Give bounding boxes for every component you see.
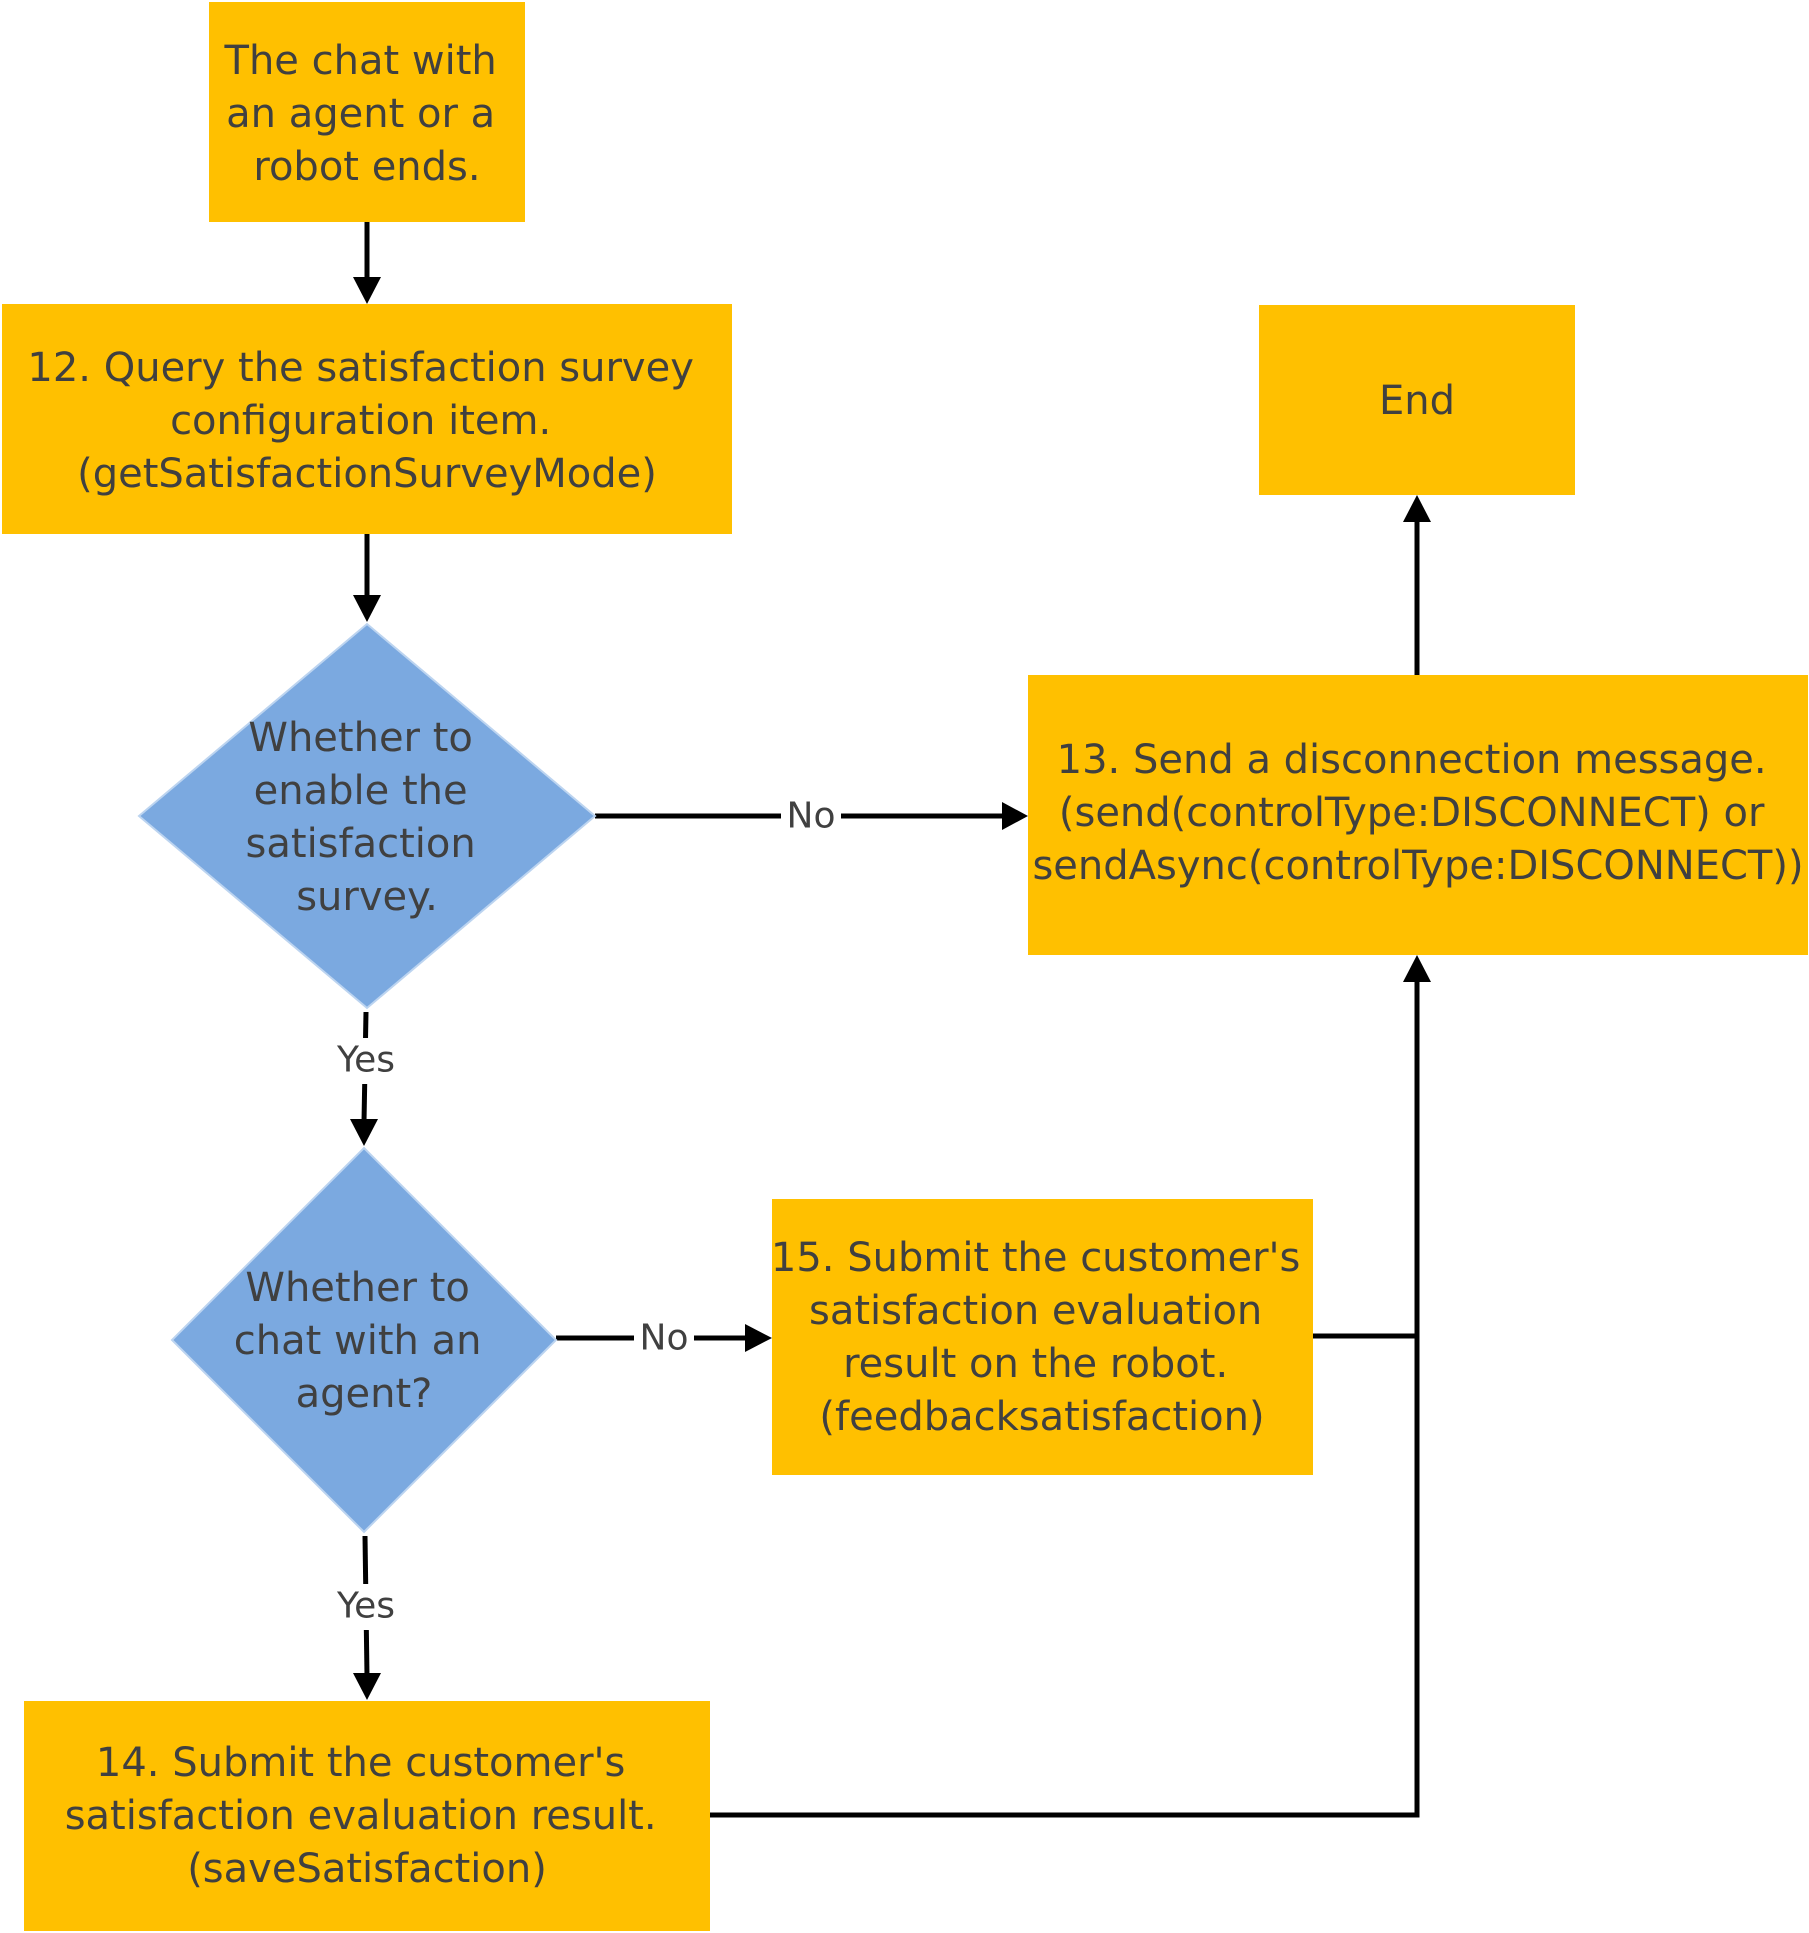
node-end: End: [1259, 305, 1575, 495]
arrowhead-query: [353, 277, 381, 304]
query-text: 12. Query the satisfaction survey config…: [27, 345, 706, 497]
arrowhead-submit-robot: [745, 1324, 772, 1352]
arrowhead-disconnect-bottom: [1403, 955, 1431, 982]
agent-decision-text: Whether to chat with an agent?: [234, 1265, 494, 1417]
edge-labels: No Yes No Yes: [328, 794, 841, 1630]
survey-decision-diamond: [137, 622, 597, 1010]
node-start: The chat with an agent or a robot ends.: [209, 2, 525, 222]
submit-robot-box: [772, 1199, 1313, 1475]
arrowhead-submit-agent: [353, 1673, 381, 1700]
arrowhead-disconnect-left: [1002, 802, 1028, 830]
query-box: [2, 304, 732, 534]
disconnect-box: [1028, 675, 1808, 955]
end-text: End: [1379, 378, 1455, 424]
end-box: [1259, 305, 1575, 495]
arrowhead-survey-decision: [353, 595, 381, 622]
node-submit-robot: 15. Submit the customer's satisfaction e…: [771, 1199, 1313, 1475]
node-decision-agent: Whether to chat with an agent?: [170, 1146, 558, 1534]
node-query: 12. Query the satisfaction survey config…: [2, 304, 732, 534]
arrowhead-end: [1403, 495, 1431, 522]
survey-decision-text: Whether to enable the satisfaction surve…: [246, 715, 489, 920]
disconnect-text: 13. Send a disconnection message. (send(…: [1032, 737, 1803, 889]
start-box: [209, 2, 525, 222]
agent-decision-diamond: [170, 1146, 558, 1534]
label-agent-no: No: [640, 1318, 689, 1359]
submit-agent-text: 14. Submit the customer's satisfaction e…: [65, 1740, 670, 1892]
label-agent-yes: Yes: [336, 1586, 395, 1627]
label-survey-no: No: [787, 796, 836, 837]
submit-robot-text: 15. Submit the customer's satisfaction e…: [771, 1235, 1313, 1440]
node-decision-survey: Whether to enable the satisfaction surve…: [137, 622, 597, 1010]
node-submit-agent: 14. Submit the customer's satisfaction e…: [24, 1701, 710, 1931]
label-survey-yes: Yes: [336, 1040, 395, 1081]
node-disconnect: 13. Send a disconnection message. (send(…: [1028, 675, 1808, 955]
edge-agent-to-bus: [710, 982, 1420, 1818]
submit-agent-box: [24, 1701, 710, 1931]
start-text: The chat with an agent or a robot ends.: [224, 38, 510, 190]
arrowhead-agent-decision: [350, 1119, 378, 1146]
